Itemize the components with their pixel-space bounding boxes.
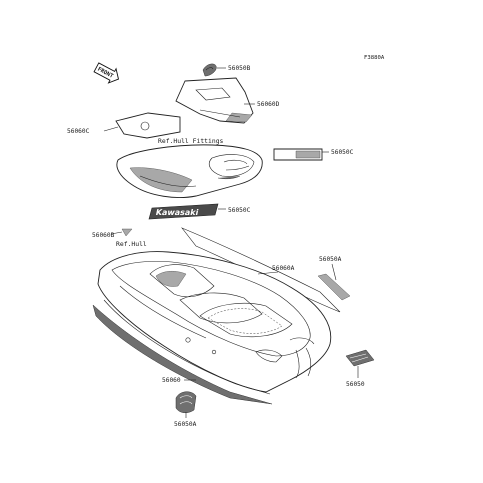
reference-hull: Ref.Hull xyxy=(116,240,147,248)
part-number-p3: 56060C xyxy=(67,128,90,135)
part-number-p11: 56050A xyxy=(174,421,197,428)
bottom-emblem-decal-56050a xyxy=(175,391,197,413)
mat-decal-56060c xyxy=(115,112,181,139)
seat-cowl-assembly xyxy=(116,144,263,198)
emblem-decal-56050b xyxy=(202,63,217,77)
strip-decal-56050c xyxy=(273,148,323,161)
reference-hull-fittings: Ref.Hull Fittings xyxy=(158,137,224,145)
deck-decal-56060d xyxy=(175,77,254,124)
figure-code: F3880A xyxy=(364,55,385,61)
triangle-decal-56060b xyxy=(121,228,133,237)
part-number-p6: 56060B xyxy=(92,232,115,239)
part-number-p10: 56050 xyxy=(346,381,365,388)
rear-emblem-decal-56050 xyxy=(345,349,375,367)
side-strip-decal-56050a xyxy=(317,273,351,301)
part-number-p9: 56060 xyxy=(162,377,181,384)
kawasaki-brand-text: Kawasaki xyxy=(155,207,200,217)
part-number-p2: 56060D xyxy=(257,101,280,108)
front-arrow-icon: FRONT xyxy=(93,62,120,84)
part-number-p7: 56060A xyxy=(272,265,295,272)
part-number-p5: 56050C xyxy=(228,207,251,214)
part-number-p1: 56050B xyxy=(228,65,251,72)
part-number-p8: 56050A xyxy=(319,256,342,263)
part-number-p4: 56050C xyxy=(331,149,354,156)
kawasaki-logo-decal: Kawasaki xyxy=(148,203,219,220)
hull-assembly xyxy=(92,227,341,405)
